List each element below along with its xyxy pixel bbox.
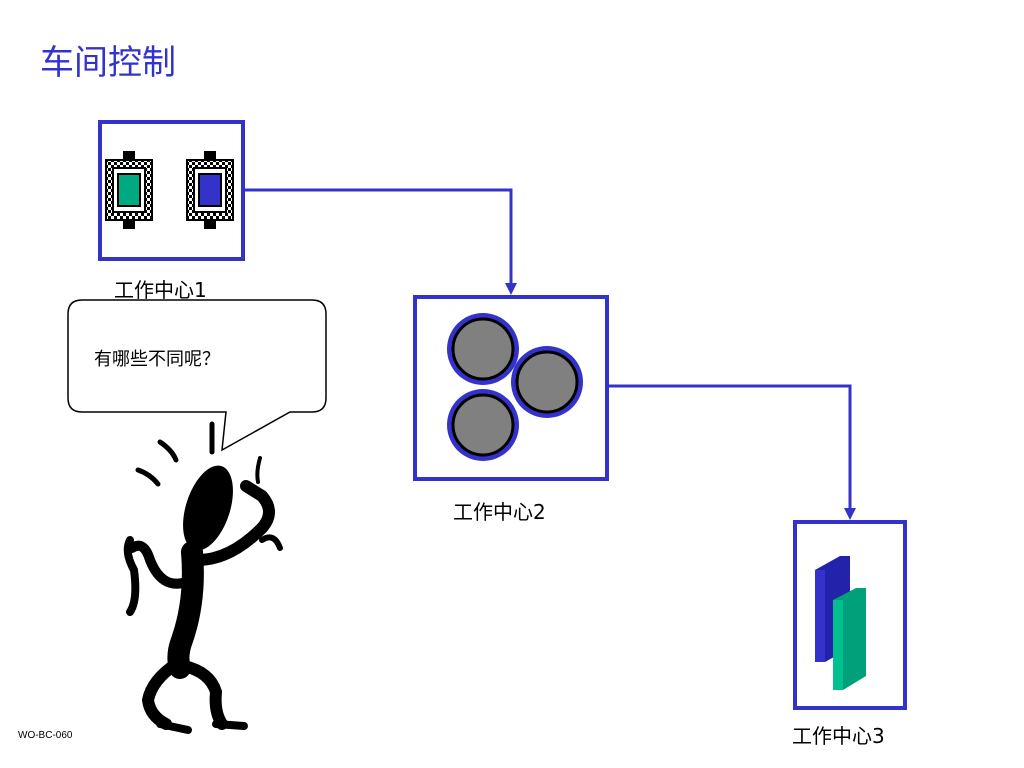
machine-icon-blue <box>186 151 234 229</box>
arrowhead-wc2 <box>505 283 517 295</box>
speech-bubble-text: 有哪些不同呢？ <box>94 349 220 370</box>
workcenter-3-label: 工作中心3 <box>792 724 885 748</box>
workcenter-3-box <box>793 520 907 710</box>
workcenter-2-box <box>413 295 609 481</box>
workcenter-2-label: 工作中心2 <box>453 500 546 524</box>
flow-connectors <box>244 188 852 511</box>
connector-wc1-to-wc2 <box>244 188 513 286</box>
arrowhead-wc3 <box>844 508 856 520</box>
workcenter-1-box <box>98 120 245 261</box>
slide-footer-code: WO-BC-060 <box>18 730 73 741</box>
workcenter-1-label: 工作中心1 <box>114 278 207 302</box>
roller-icon <box>447 313 583 461</box>
connector-wc2-to-wc3 <box>608 384 852 511</box>
speech-bubble <box>67 299 327 452</box>
slide-title: 车间控制 <box>40 43 176 83</box>
puzzled-figure-icon <box>123 421 283 734</box>
machine-icon-green <box>105 151 153 229</box>
bars-icon <box>815 556 866 690</box>
